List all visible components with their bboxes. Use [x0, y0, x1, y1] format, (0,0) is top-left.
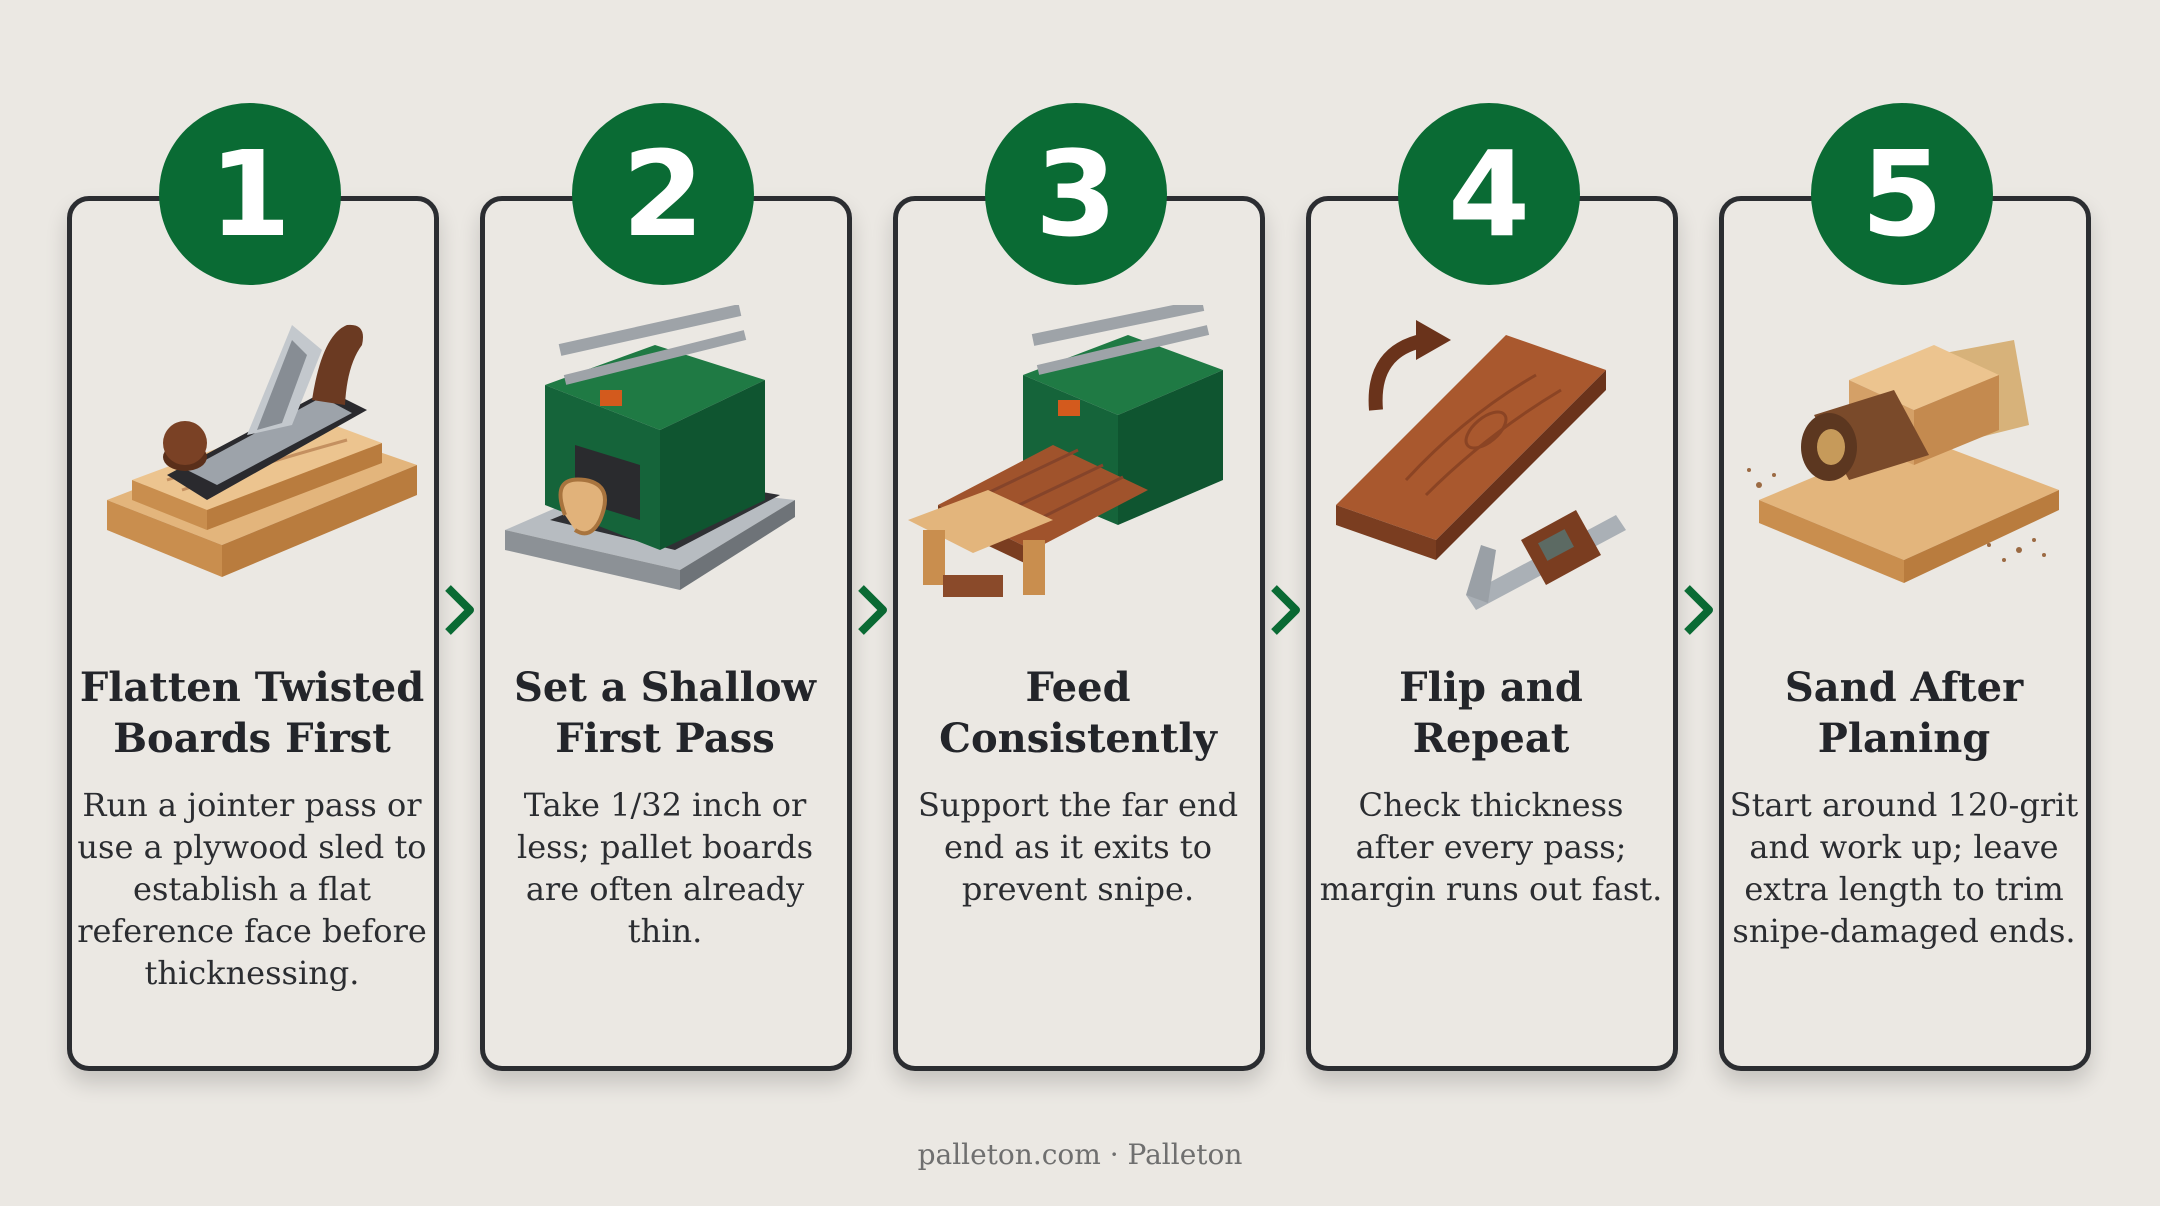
step-5: 5 Sand After Planing Start around 120-gr… — [1719, 0, 2091, 1206]
chevron-right-icon — [445, 585, 474, 635]
step-2: 2 Set a Shallow First Pass Take 1/32 inc… — [480, 0, 852, 1206]
step-number-badge: 5 — [1811, 103, 1993, 285]
step-card — [893, 196, 1265, 1071]
sandpaper-roll-icon — [1747, 340, 2059, 583]
step-card — [480, 196, 852, 1071]
step-card — [67, 196, 439, 1071]
step-title: Set a Shallow First Pass — [514, 664, 816, 762]
step-1: 1 Flatten Twisted Boards First Run a joi… — [67, 0, 439, 1206]
step-card — [1306, 196, 1678, 1071]
chevron-right-icon — [1271, 585, 1300, 635]
step-number-badge: 1 — [159, 103, 341, 285]
step-number-badge: 4 — [1398, 103, 1580, 285]
step-card — [1719, 196, 2091, 1071]
chevron-right-icon — [1684, 585, 1713, 635]
step-title: Feed Consistently — [939, 664, 1217, 762]
step-4: 4 Flip and Repeat Check thickness after … — [1306, 0, 1678, 1206]
hand-plane-icon — [107, 324, 417, 577]
step-title: Sand After Planing — [1784, 664, 2024, 762]
flip-board-caliper-icon — [1336, 320, 1626, 610]
footer-credit: palleton.com · Palleton — [917, 1138, 1243, 1171]
step-description: Take 1/32 inch or less; pallet boards ar… — [517, 786, 813, 950]
step-title: Flatten Twisted Boards First — [79, 664, 425, 762]
step-description: Check thickness after every pass; margin… — [1319, 786, 1663, 908]
thickness-planer-icon — [505, 305, 795, 590]
step-description: Start around 120-grit and work up; leave… — [1729, 786, 2079, 950]
planer-with-support-icon — [908, 305, 1223, 597]
chevron-right-icon — [858, 585, 887, 635]
step-3: 3 Feed Consistently Support the far end … — [893, 0, 1265, 1206]
step-number-badge: 2 — [572, 103, 754, 285]
step-description: Run a jointer pass or use a plywood sled… — [77, 786, 427, 992]
step-title: Flip and Repeat — [1399, 664, 1583, 762]
step-number-badge: 3 — [985, 103, 1167, 285]
step-description: Support the far end end as it exits to p… — [917, 786, 1239, 908]
